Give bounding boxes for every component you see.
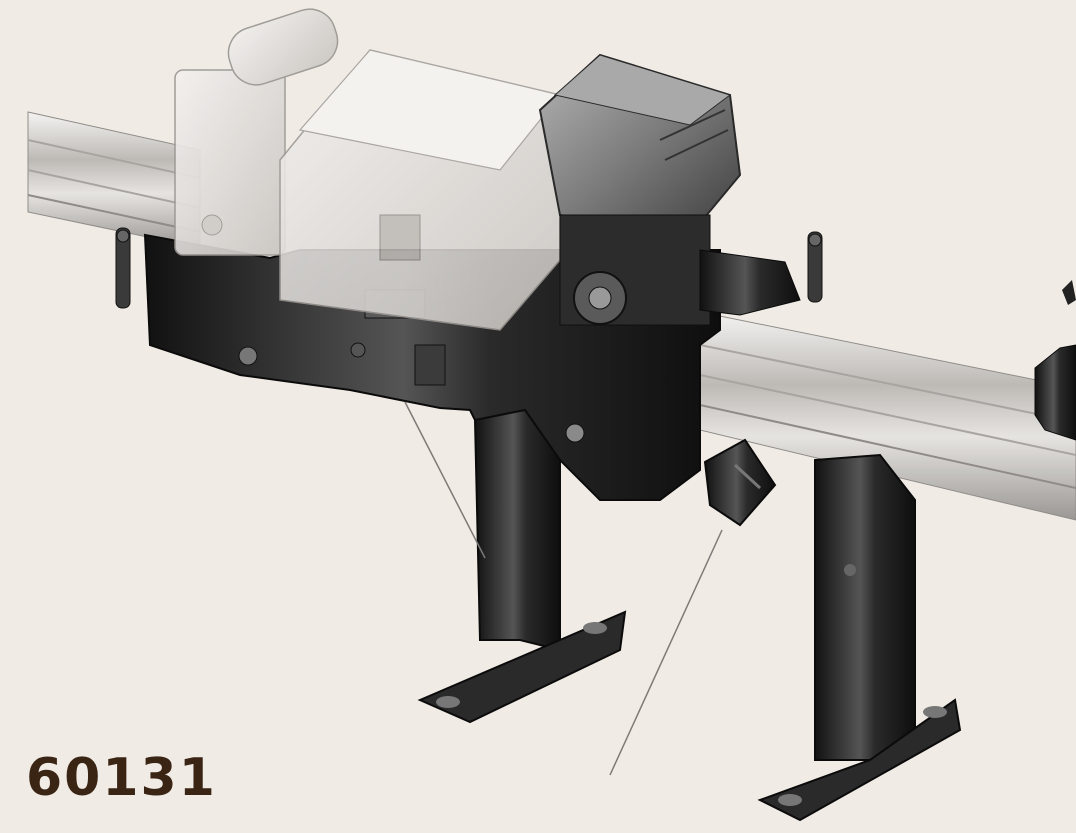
hex-nut-cap xyxy=(703,438,777,527)
motor-unit xyxy=(538,53,742,326)
leader-line-left xyxy=(404,401,486,559)
gear-housing xyxy=(573,271,627,325)
rail-clamp-right xyxy=(699,231,823,316)
ghost-switch-box xyxy=(174,8,339,256)
rail-left xyxy=(27,111,201,249)
ghost-control-box xyxy=(279,49,562,331)
product-code-label: 60131 xyxy=(26,748,217,808)
support-leg-left xyxy=(417,408,627,724)
support-leg-right xyxy=(757,453,962,822)
leader-line-right xyxy=(609,529,723,776)
clamp-pin-left xyxy=(115,227,131,309)
rail-bracket-far-right xyxy=(1034,280,1076,441)
